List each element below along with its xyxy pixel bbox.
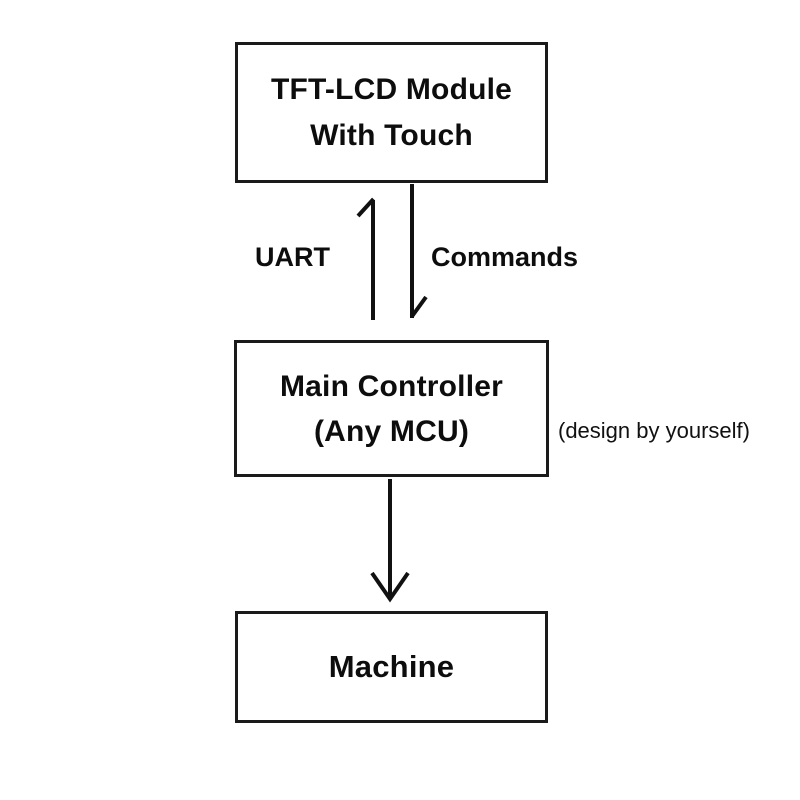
edge-label-commands: Commands bbox=[431, 242, 579, 272]
arrow-commands-down-icon bbox=[409, 184, 428, 319]
edge-label-uart: UART bbox=[255, 242, 330, 272]
node-tft-lcd-module-line-2: With Touch bbox=[310, 118, 473, 152]
arrow-controller-to-machine-icon bbox=[370, 479, 410, 603]
node-tft-lcd-module: TFT-LCD Module With Touch bbox=[235, 42, 548, 183]
annotation-design-by-yourself: (design by yourself) bbox=[558, 418, 750, 443]
node-main-controller-line-1: Main Controller bbox=[279, 369, 503, 403]
node-tft-lcd-module-line-1: TFT-LCD Module bbox=[270, 72, 513, 106]
node-main-controller-line-2: (Any MCU) bbox=[313, 414, 470, 448]
node-machine: Machine bbox=[235, 611, 548, 723]
node-main-controller: Main Controller (Any MCU) bbox=[234, 340, 549, 477]
arrow-uart-up-icon bbox=[356, 197, 375, 320]
node-machine-line-1: Machine bbox=[328, 649, 455, 684]
